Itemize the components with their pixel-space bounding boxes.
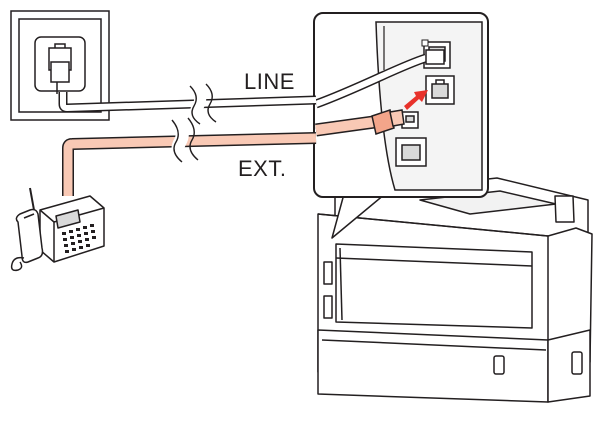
ext-cable [62,115,317,196]
zoom-callout [313,12,489,239]
ext-plug-icon [371,109,405,135]
usb-port-icon [401,111,419,129]
line-cable [58,81,317,129]
printer-fax-icon [317,177,593,403]
telephone-icon [10,187,105,272]
keypad-icon [62,224,96,253]
insert-arrow-icon [404,90,428,110]
ext-port-icon [425,75,455,105]
ext-label: EXT. [238,156,287,181]
line-label: LINE [244,69,295,94]
lan-port-icon [395,137,427,167]
